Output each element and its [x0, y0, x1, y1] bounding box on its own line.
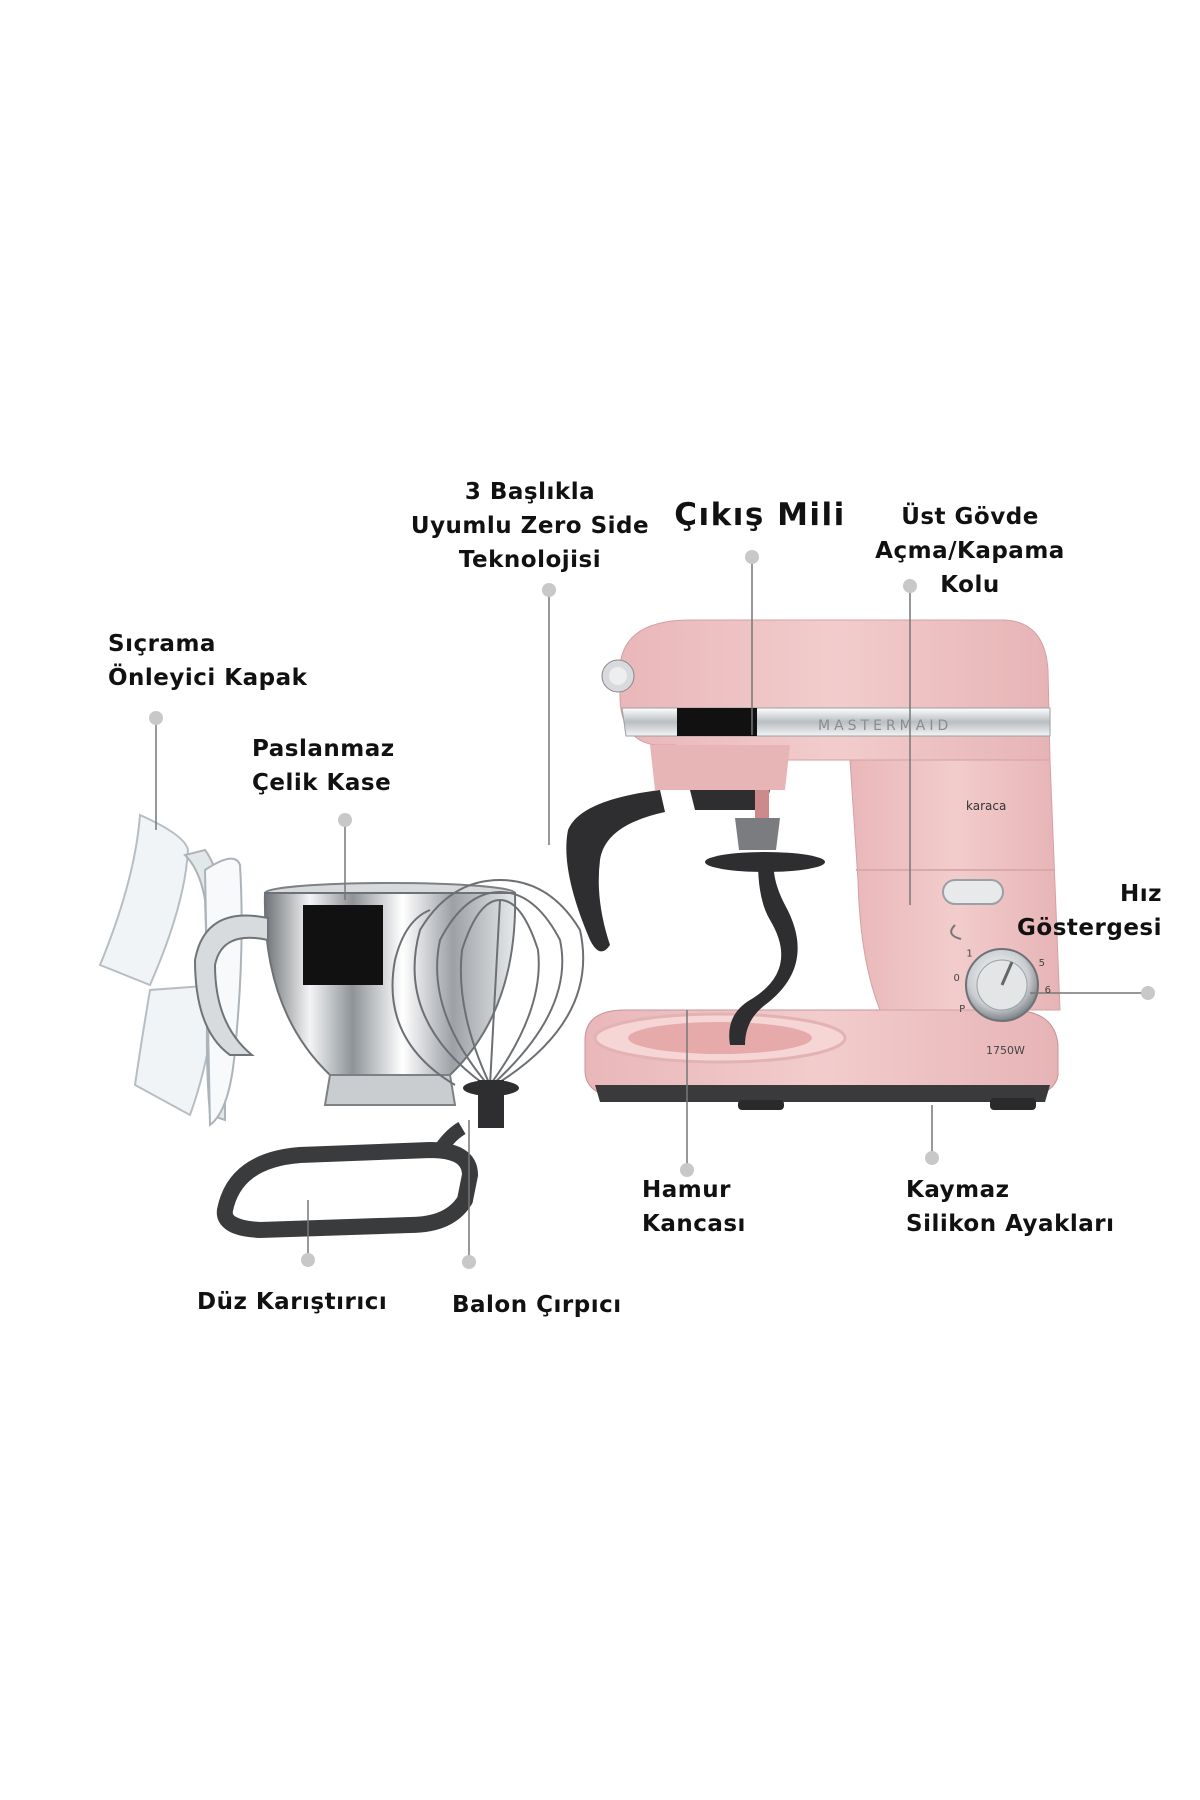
splash-guard [98, 813, 243, 1127]
silicone-foot [738, 1100, 784, 1110]
leader-balloon-whisk-dot [462, 1255, 476, 1269]
callout-speed-indicator: Hız Göstergesi [1017, 881, 1162, 941]
callout-output-shaft: Çıkış Mili [674, 497, 846, 533]
callout-zero-side: 3 Başlıkla Uyumlu Zero Side Teknolojisi [410, 479, 650, 573]
leader-silicone-feet-dot [925, 1151, 939, 1165]
leader-head-lever-dot [903, 579, 917, 593]
dial-mark: 6 [1045, 985, 1051, 996]
power-label: 1750W [986, 1044, 1025, 1057]
output-shaft [755, 790, 769, 818]
splash-arm [566, 790, 665, 952]
dial-marks: P 0 1 5 6 [954, 949, 1051, 1016]
leader-splash-guard-dot [149, 711, 163, 725]
callout-dough-hook: Hamur Kancası [642, 1177, 746, 1237]
leader-lines [149, 550, 1155, 1269]
callout-balloon-whisk: Balon Çırpıcı [452, 1292, 622, 1318]
mixer-neck [650, 745, 790, 790]
leader-output-shaft-dot [745, 550, 759, 564]
stand-mixer [566, 619, 1061, 1110]
dial-mark: 5 [1039, 958, 1045, 969]
callout-silicone-feet: Kaymaz Silikon Ayakları [906, 1177, 1115, 1237]
brand-model: MASTERMAID [818, 718, 952, 734]
logo-text: karaca [966, 799, 1006, 813]
speed-knob [965, 948, 1039, 1022]
splash-cup [690, 790, 770, 810]
head-lever [942, 879, 1004, 905]
callout-steel-bowl: Paslanmaz Çelik Kase [252, 736, 395, 796]
silicone-foot [990, 1098, 1036, 1110]
balloon-whisk [391, 878, 585, 1128]
callout-splash-guard: Sıçrama Önleyici Kapak [108, 631, 308, 691]
leader-dough-hook-dot [680, 1163, 694, 1177]
dial-mark: P [959, 1004, 965, 1015]
mixer-head [619, 619, 1051, 761]
leader-speed-indicator-dot [1141, 986, 1155, 1000]
flat-beater [216, 1121, 479, 1239]
leader-flat-beater-dot [301, 1253, 315, 1267]
leader-steel-bowl-dot [338, 813, 352, 827]
bowl-handle [193, 914, 269, 1056]
dial-mark: 0 [954, 973, 960, 984]
callout-head-lever: Üst Gövde Açma/Kapama Kolu [875, 504, 1065, 598]
steel-bowl [193, 882, 517, 1106]
dial-mark: 1 [966, 949, 972, 960]
dough-hook [729, 862, 798, 1045]
leader-zero-side-dot [542, 583, 556, 597]
callout-flat-beater: Düz Karıştırıcı [197, 1289, 388, 1315]
